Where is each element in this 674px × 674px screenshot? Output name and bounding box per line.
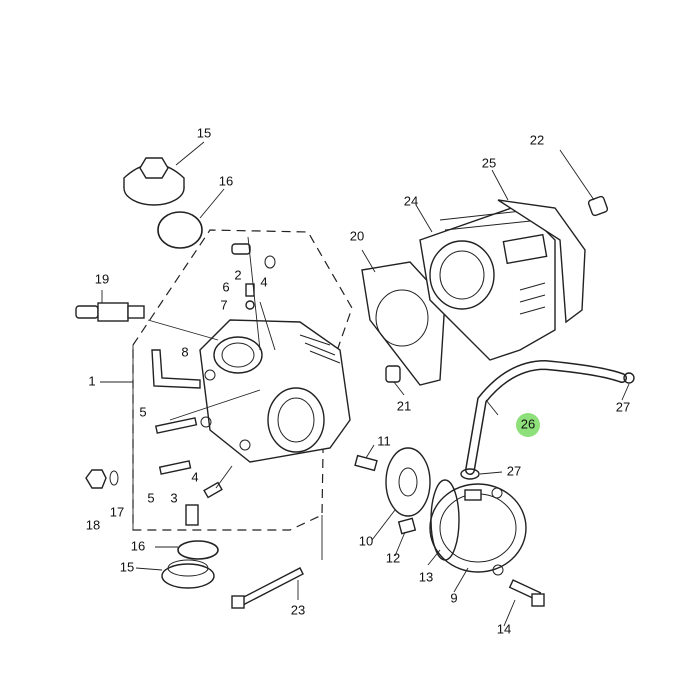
spark-plug xyxy=(75,302,145,322)
hose-clip-lower xyxy=(460,468,480,480)
elbow-pipe xyxy=(151,349,201,389)
part-label: 17 xyxy=(110,504,124,519)
part-label: 16 xyxy=(131,538,145,553)
part-label: 13 xyxy=(419,569,433,584)
plug-lower xyxy=(161,559,215,589)
long-bolt xyxy=(237,567,304,607)
part-label: 26 xyxy=(521,416,535,431)
part-label: 4 xyxy=(191,469,198,484)
cylinder-head-gasket xyxy=(361,261,446,386)
part-label: 23 xyxy=(291,602,305,617)
part-label: 5 xyxy=(147,490,154,505)
cylinder-base-gasket xyxy=(497,199,586,324)
part-label: 9 xyxy=(450,590,457,605)
gasket-bore xyxy=(375,289,429,347)
part-label: 27 xyxy=(616,399,630,414)
cover-9 xyxy=(429,483,527,576)
part-label: 15 xyxy=(197,125,211,140)
oil-filler-cap-top xyxy=(123,157,185,206)
o-ring-lower xyxy=(177,540,219,560)
bolt-11 xyxy=(354,454,378,472)
washer-7 xyxy=(245,300,255,310)
highlight-marker xyxy=(516,413,540,437)
stud-bolt-upper xyxy=(154,417,198,434)
part-label: 11 xyxy=(377,433,391,448)
part-label: 8 xyxy=(181,344,188,359)
part-label: 18 xyxy=(86,517,100,532)
small-o-ring xyxy=(264,255,276,269)
part-label: 19 xyxy=(95,271,109,286)
part-label: 1 xyxy=(88,373,95,388)
leader-lines xyxy=(100,141,630,627)
stud-bolt-lower xyxy=(158,460,192,475)
part-label: 7 xyxy=(220,297,227,312)
part-label: 15 xyxy=(120,559,134,574)
plate-10 xyxy=(385,447,431,517)
cylinder xyxy=(419,204,556,361)
part-label: 27 xyxy=(507,463,521,478)
hose-clip-upper xyxy=(623,372,635,384)
dowel-pin xyxy=(203,481,223,499)
part-label: 21 xyxy=(397,398,411,413)
part-label: 14 xyxy=(497,621,511,636)
part-label: 10 xyxy=(359,533,373,548)
part-label: 2 xyxy=(234,267,241,282)
cover-gasket-13 xyxy=(430,479,460,561)
part-label: 20 xyxy=(350,228,364,243)
hose xyxy=(465,359,627,475)
part-label: 5 xyxy=(139,404,146,419)
drain-bolt xyxy=(85,469,107,489)
part-label: 22 xyxy=(530,132,544,147)
hose-inner xyxy=(466,361,626,474)
washer-17 xyxy=(109,470,119,486)
part-label: 12 xyxy=(386,550,400,565)
part-label: 6 xyxy=(222,279,229,294)
bolt-14-head xyxy=(531,593,545,607)
dowel-22 xyxy=(587,195,609,217)
part-label: 16 xyxy=(219,173,233,188)
bolt-3 xyxy=(185,504,199,526)
cylinder-head xyxy=(199,319,351,463)
part-label: 4 xyxy=(260,274,267,289)
breather-fitting xyxy=(231,243,251,255)
part-label: 3 xyxy=(170,490,177,505)
dowel-21 xyxy=(385,365,401,383)
o-ring-top xyxy=(157,211,203,249)
part-label: 24 xyxy=(404,193,418,208)
long-bolt-head xyxy=(231,595,245,609)
part-12 xyxy=(397,517,417,535)
part-label: 25 xyxy=(482,155,496,170)
